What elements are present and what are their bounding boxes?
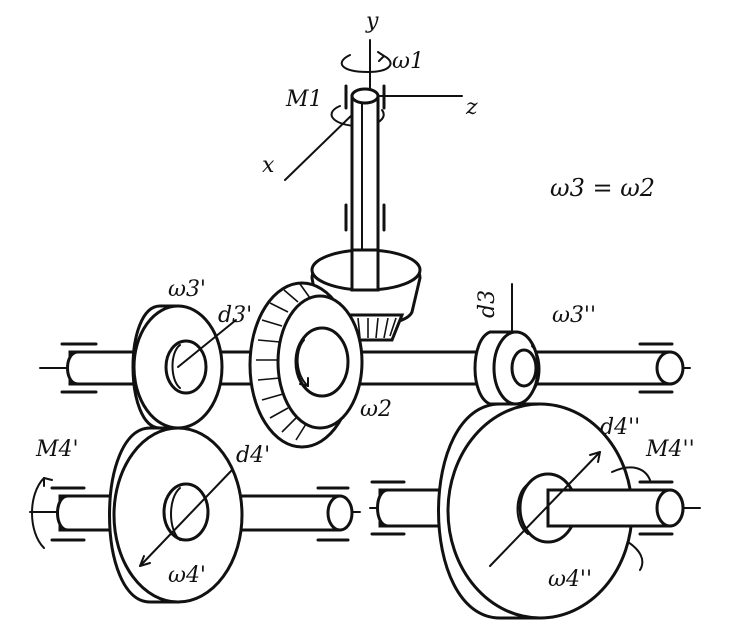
gear-d3-hub [510,348,538,388]
label-d4-prime: d4' [236,443,270,468]
x-axis [284,111,356,181]
bevel-gear-teeth [256,283,311,441]
omega2-rotation-arrow [296,339,309,387]
label-d4-dprime: d4'' [600,415,640,440]
omega3-prime-rotation-arrow [171,344,181,389]
label-moment4-dprime: M4'' [645,437,695,462]
d3-prime-dimension-line [177,319,237,368]
omega1-rotation-arrow [340,54,392,74]
label-y: y [365,9,379,34]
gear-d3 [473,283,541,406]
label-moment4-prime: M4' [35,437,79,462]
omega4-prime-rotation-arrow [170,487,181,541]
gear-d3-prime-hub [164,339,208,395]
label-x: x [262,153,275,178]
label-omega3-dprime: ω3'' [552,303,596,328]
d4-dprime-dimension-line [489,451,601,567]
label-d3: d3 [475,290,500,318]
omega4-dprime-rotation-arrow [516,483,529,535]
gear-d3-prime [131,304,237,430]
moment4-prime-arrow [31,477,45,549]
label-relation: ω3 = ω2 [550,174,655,202]
vertical-shaft-end [350,87,380,105]
large-bevel-gear [248,281,364,449]
gear-d4-prime-hub [162,482,210,542]
label-omega3-prime: ω3' [168,277,206,302]
label-d3-prime: d3' [218,303,252,328]
d4-prime-dimension-line [139,469,233,567]
label-omega4-prime: ω4' [168,563,206,588]
label-omega2: ω2 [360,397,392,422]
lower-left-assembly [29,426,361,604]
omega3-dprime-rotation-arrow [531,345,541,393]
upper-shaft-right-end [655,350,685,386]
labels: y ω1 M1 z x ω3 = ω2 ω3' d3' d3 ω3'' ω2 M… [35,9,695,592]
label-z: z [465,95,478,120]
lower-right-assembly [369,402,701,620]
moment4-dprime-arrow [611,466,651,481]
label-moment1: M1 [285,87,323,112]
label-omega1: ω1 [392,49,424,74]
label-omega4-dprime: ω4'' [548,567,592,592]
